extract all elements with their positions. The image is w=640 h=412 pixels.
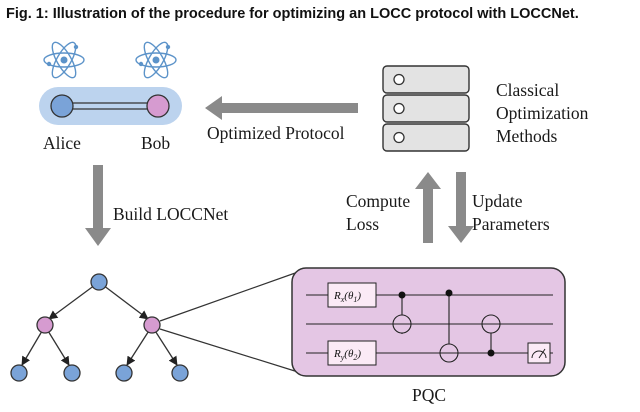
zoom-line (159, 328, 299, 373)
build-loccnet-label: Build LOCCNet (113, 204, 229, 224)
compute-loss-line2: Loss (346, 214, 380, 234)
atom-icon-alice (43, 41, 85, 79)
tree-leaf-node (63, 364, 81, 382)
cnot-gate-1 (392, 291, 412, 334)
rx-gate-label: Rx(θ1) (333, 290, 361, 304)
entangled-pair (39, 87, 182, 125)
classical-label-line1: Classical (496, 80, 560, 100)
update-parameters-line2: Parameters (472, 214, 550, 234)
arrow-update-parameters (448, 172, 474, 243)
server-icon (382, 65, 470, 152)
measurement-icon (527, 342, 551, 364)
alice-label: Alice (43, 133, 81, 153)
cnot-gate-3 (481, 314, 501, 357)
pqc-circuit: Rx(θ1) Ry(θ2) (291, 267, 566, 377)
alice-node (50, 94, 74, 118)
tree-node-left (36, 316, 54, 334)
classical-label-line3: Methods (496, 126, 558, 146)
classical-label-line2: Optimization (496, 103, 589, 123)
pqc-label: PQC (412, 385, 447, 405)
atom-icon-bob (135, 41, 177, 79)
bob-node (146, 94, 170, 118)
arrow-build-loccnet (85, 165, 111, 246)
figure-caption: Fig. 1: Illustration of the procedure fo… (6, 6, 579, 22)
ry-gate (327, 340, 377, 366)
arrow-compute-loss (415, 172, 441, 243)
tree-root-node (90, 273, 108, 291)
zoom-line (159, 271, 299, 322)
loccnet-tree (10, 273, 189, 382)
ry-gate-label: Ry(θ2) (333, 348, 361, 362)
tree-leaf-node (115, 364, 133, 382)
arrow-optimized-protocol (205, 96, 358, 120)
optimized-protocol-label: Optimized Protocol (207, 123, 345, 143)
tree-leaf-node (10, 364, 28, 382)
bob-label: Bob (141, 133, 171, 153)
tree-node-right (143, 316, 161, 334)
update-parameters-line1: Update (472, 191, 523, 211)
cnot-gate-2 (439, 289, 459, 363)
compute-loss-line1: Compute (346, 191, 411, 211)
rx-gate (327, 282, 377, 308)
tree-leaf-node (171, 364, 189, 382)
